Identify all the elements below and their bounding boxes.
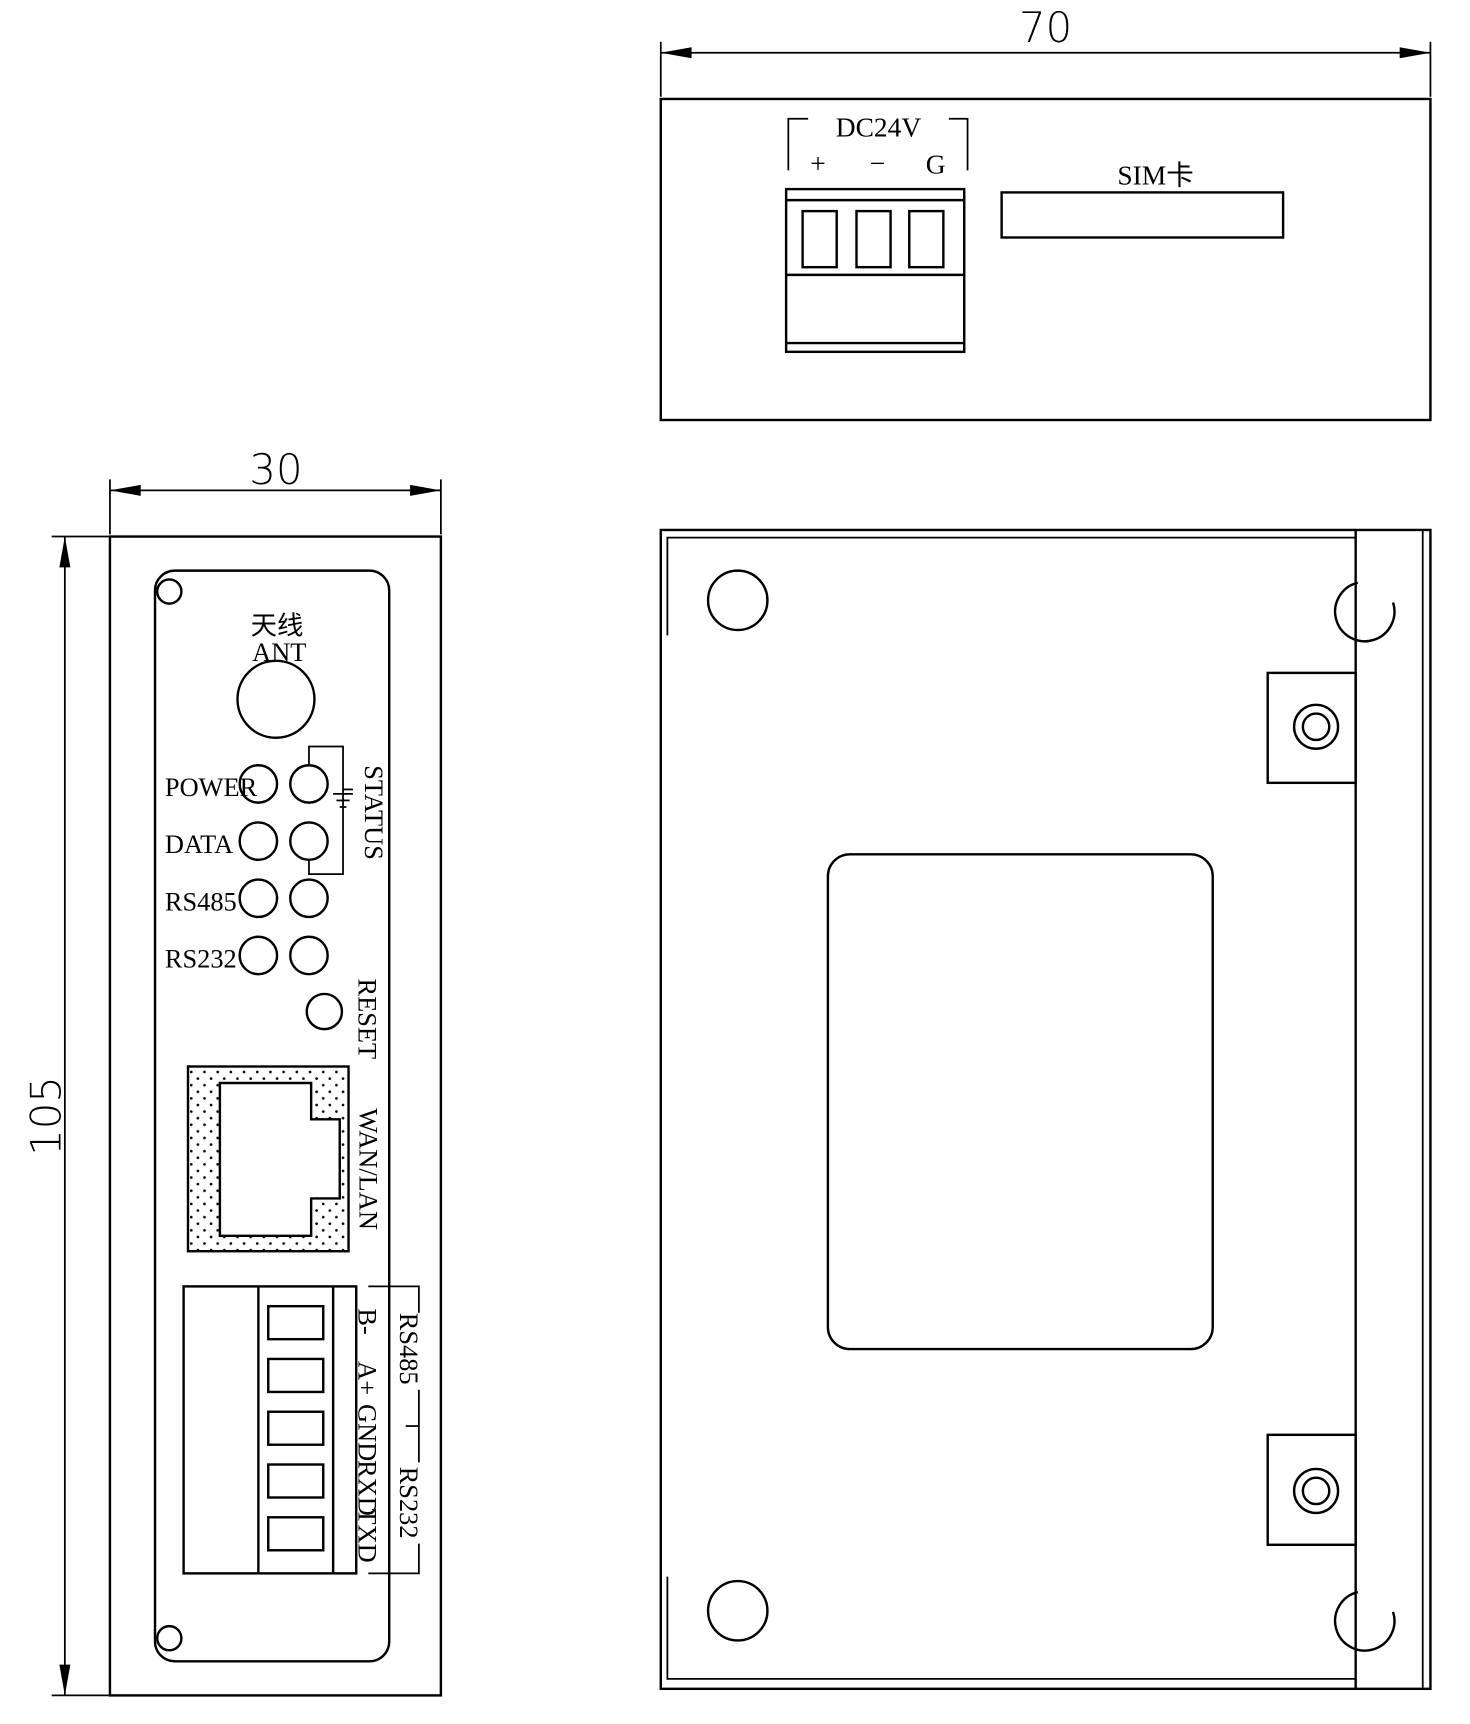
plate-screw-bottom bbox=[156, 1624, 183, 1652]
led-data bbox=[238, 821, 279, 862]
terminal-slot-minus bbox=[855, 209, 892, 269]
mounting-hole-bottom-right bbox=[1333, 1590, 1396, 1652]
serial-terminal-block: B- A+ GND RXD TXD RS485 RS232 bbox=[182, 1285, 424, 1575]
terminal-plus-label: + bbox=[810, 149, 826, 179]
terminal-ground-label: G bbox=[926, 150, 946, 180]
front-view-outline bbox=[108, 535, 443, 1697]
reset-label: RESET bbox=[352, 979, 382, 1060]
antenna-connector: 天线 ANT bbox=[236, 610, 316, 739]
terminal-slot-plus bbox=[801, 209, 838, 269]
status-bracket: STATUS bbox=[308, 745, 389, 875]
dimension-width-30: 30 bbox=[109, 445, 442, 535]
label-area bbox=[826, 853, 1214, 1351]
led-rs485-rx bbox=[238, 878, 279, 919]
pin-label-b: B- bbox=[352, 1308, 382, 1334]
power-label: DC24V bbox=[836, 112, 922, 142]
top-view-outline bbox=[659, 97, 1432, 422]
led-label-rs485: RS485 bbox=[165, 886, 237, 916]
mounting-hole-top-right bbox=[1333, 581, 1396, 643]
power-bracket: DC24V + − G bbox=[787, 112, 969, 180]
led-status-2 bbox=[289, 821, 329, 862]
top-view: 70 DC24V + − G SIM卡 bbox=[659, 3, 1432, 422]
side-view bbox=[659, 528, 1432, 1691]
led-label-data: DATA bbox=[165, 829, 233, 859]
led-status-1 bbox=[289, 764, 329, 804]
ethernet-label: WAN/LAN bbox=[354, 1108, 384, 1230]
din-clip-bottom bbox=[1266, 1433, 1357, 1546]
ethernet-port: WAN/LAN bbox=[186, 1065, 384, 1253]
antenna-label-cn: 天线 bbox=[251, 610, 304, 640]
terminal-slot-ground bbox=[908, 209, 945, 269]
dimension-label-105: 105 bbox=[21, 1076, 70, 1156]
led-label-power: POWER bbox=[165, 772, 258, 802]
reset-button: RESET bbox=[305, 979, 382, 1060]
power-terminal-block bbox=[784, 187, 966, 354]
dimension-label-30: 30 bbox=[249, 445, 302, 494]
terminal-slot-a bbox=[267, 1357, 325, 1394]
antenna-label-en: ANT bbox=[252, 637, 306, 667]
plate-screw-top bbox=[156, 578, 183, 605]
front-panel-plate bbox=[153, 569, 391, 1663]
pin-label-txd: TXD bbox=[352, 1509, 382, 1563]
led-power bbox=[238, 764, 279, 804]
terminal-minus-label: − bbox=[870, 149, 886, 179]
front-view: 30 105 天线 ANT POWER DATA RS485 RS232 bbox=[21, 445, 443, 1697]
sim-slot: SIM卡 bbox=[1000, 161, 1285, 239]
led-rs232-tx bbox=[289, 935, 329, 976]
led-label-rs232: RS232 bbox=[165, 944, 237, 974]
pin-label-a: A+ bbox=[352, 1361, 382, 1395]
bus-label-rs485: RS485 bbox=[394, 1313, 424, 1385]
dimension-label-70: 70 bbox=[1019, 3, 1072, 52]
pin-label-rxd: RXD bbox=[352, 1460, 382, 1516]
din-clip-top bbox=[1266, 671, 1357, 785]
dimension-width-70: 70 bbox=[659, 3, 1432, 97]
led-rs485-tx bbox=[289, 878, 329, 919]
sim-label: SIM卡 bbox=[1117, 161, 1193, 191]
mounting-hole-bottom-left bbox=[706, 1579, 769, 1642]
mounting-hole-top-left bbox=[706, 569, 769, 632]
terminal-slot-rxd bbox=[267, 1463, 325, 1499]
dimension-height-105: 105 bbox=[21, 535, 109, 1697]
terminal-slot-b bbox=[267, 1304, 325, 1341]
side-view-outline bbox=[659, 528, 1432, 1691]
led-rs232-rx bbox=[238, 935, 279, 976]
terminal-slot-gnd bbox=[267, 1410, 325, 1446]
terminal-slot-txd bbox=[267, 1516, 325, 1552]
bus-label-rs232: RS232 bbox=[394, 1467, 424, 1539]
status-label: STATUS bbox=[359, 765, 389, 860]
pin-label-gnd: GND bbox=[352, 1404, 382, 1461]
